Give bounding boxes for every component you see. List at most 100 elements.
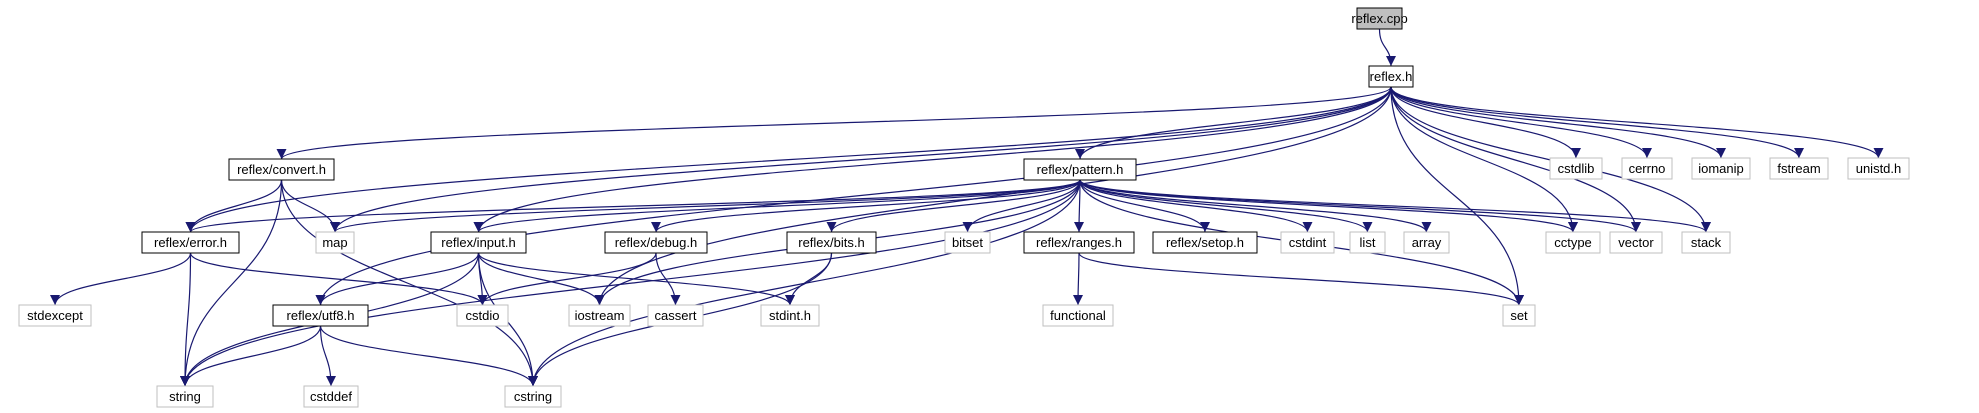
node-box xyxy=(944,231,991,254)
edge-reflex_convert_h-to-cstring xyxy=(280,179,538,387)
edge-reflex_h-to-cctype xyxy=(1390,86,1578,233)
node-label: bitset xyxy=(952,235,983,250)
node-label: array xyxy=(1412,235,1442,250)
edge-reflex_utf8_h-to-cstring xyxy=(319,325,538,387)
node-reflex-error-h[interactable]: reflex/error.h xyxy=(141,231,240,254)
node-array: array xyxy=(1403,231,1450,254)
edge-reflex_utf8_h-to-cstddef xyxy=(319,325,336,387)
edge-reflex_pattern_h-to-map xyxy=(330,179,1081,233)
node-label: stdexcept xyxy=(27,308,83,323)
node-label: reflex.h xyxy=(1370,69,1413,84)
node-label: stack xyxy=(1691,235,1722,250)
edge-reflex_pattern_h-to-list xyxy=(1079,179,1373,233)
edge-reflex_input_h-to-iostream xyxy=(477,252,605,306)
edge-reflex_pattern_h-to-stack xyxy=(1079,179,1711,233)
node-stdint-h: stdint.h xyxy=(760,304,820,327)
edge-reflex_pattern_h-to-reflex_debug_h xyxy=(651,179,1081,233)
node-cstdint: cstdint xyxy=(1280,231,1335,254)
node-label: fstream xyxy=(1777,161,1820,176)
node-label: iomanip xyxy=(1698,161,1744,176)
node-box xyxy=(1691,157,1751,180)
node-box xyxy=(1152,231,1258,254)
node-box xyxy=(1609,231,1663,254)
node-box xyxy=(1042,304,1114,327)
node-reflex-debug-h[interactable]: reflex/debug.h xyxy=(604,231,708,254)
node-box xyxy=(504,385,562,408)
node-label: cstdint xyxy=(1289,235,1327,250)
edge-reflex_h-to-reflex_input_h xyxy=(473,86,1392,233)
node-unistd-h: unistd.h xyxy=(1847,157,1910,180)
node-reflex-setop-h[interactable]: reflex/setop.h xyxy=(1152,231,1258,254)
edge-reflex_h-to-reflex_utf8_h xyxy=(315,86,1392,306)
node-box xyxy=(1681,231,1731,254)
node-label: functional xyxy=(1050,308,1106,323)
edge-reflex_error_h-to-cstdio xyxy=(189,252,488,306)
node-label: unistd.h xyxy=(1856,161,1902,176)
node-label: set xyxy=(1510,308,1528,323)
node-label: reflex/debug.h xyxy=(615,235,697,250)
node-reflex-convert-h[interactable]: reflex/convert.h xyxy=(228,158,335,181)
node-reflex-bits-h[interactable]: reflex/bits.h xyxy=(786,231,877,254)
node-iostream: iostream xyxy=(568,304,631,327)
node-reflex-ranges-h[interactable]: reflex/ranges.h xyxy=(1023,231,1135,254)
node-box xyxy=(1769,157,1829,180)
node-reflex-pattern-h[interactable]: reflex/pattern.h xyxy=(1023,158,1137,181)
node-box xyxy=(1545,231,1601,254)
node-box xyxy=(1403,231,1450,254)
edge-reflex_ranges_h-to-set xyxy=(1078,252,1524,306)
node-box xyxy=(760,304,820,327)
node-label: iostream xyxy=(575,308,625,323)
node-set: set xyxy=(1502,304,1536,327)
edge-reflex_h-to-cstdlib xyxy=(1390,86,1581,159)
edge-reflex_convert_h-to-string xyxy=(180,179,283,387)
edge-reflex_h-to-stack xyxy=(1390,86,1711,233)
edge-reflex_h-to-set xyxy=(1390,86,1524,306)
node-reflex-cpp[interactable]: reflex.cpp xyxy=(1351,7,1408,30)
node-label: cassert xyxy=(655,308,697,323)
node-label: map xyxy=(322,235,347,250)
node-label: string xyxy=(169,389,201,404)
node-label: cstddef xyxy=(310,389,352,404)
node-label: reflex/error.h xyxy=(154,235,227,250)
node-box xyxy=(647,304,704,327)
node-label: stdint.h xyxy=(769,308,811,323)
edge-reflex_cpp-to-reflex_h xyxy=(1378,28,1396,67)
edge-reflex_pattern_h-to-array xyxy=(1079,179,1432,233)
edges-layer xyxy=(50,28,1884,387)
edge-reflex_h-to-vector xyxy=(1390,86,1641,233)
edge-reflex_pattern_h-to-bitset xyxy=(962,179,1081,233)
edge-reflex_debug_h-to-cassert xyxy=(655,252,681,306)
node-label: reflex/pattern.h xyxy=(1037,162,1124,177)
node-functional: functional xyxy=(1042,304,1114,327)
node-box xyxy=(156,385,214,408)
node-label: cstdlib xyxy=(1558,161,1595,176)
node-box xyxy=(303,385,359,408)
node-cassert: cassert xyxy=(647,304,704,327)
node-label: cstdio xyxy=(466,308,500,323)
edge-reflex_pattern_h-to-reflex_bits_h xyxy=(826,179,1081,233)
edge-reflex_h-to-fstream xyxy=(1390,86,1804,159)
node-label: reflex/ranges.h xyxy=(1036,235,1122,250)
node-box xyxy=(786,231,877,254)
node-label: reflex/utf8.h xyxy=(287,308,355,323)
node-label: cerrno xyxy=(1629,161,1666,176)
node-cstdlib: cstdlib xyxy=(1549,157,1603,180)
node-label: reflex/convert.h xyxy=(237,162,326,177)
node-box xyxy=(568,304,631,327)
node-reflex-input-h[interactable]: reflex/input.h xyxy=(430,231,527,254)
edge-reflex_input_h-to-reflex_utf8_h xyxy=(315,252,480,306)
node-box xyxy=(315,231,355,254)
node-reflex-utf8-h[interactable]: reflex/utf8.h xyxy=(272,304,369,327)
node-box xyxy=(604,231,708,254)
node-box xyxy=(272,304,369,327)
node-cstring: cstring xyxy=(504,385,562,408)
node-box xyxy=(18,304,92,327)
node-box xyxy=(1621,157,1673,180)
node-string: string xyxy=(156,385,214,408)
node-reflex-h[interactable]: reflex.h xyxy=(1368,65,1414,88)
node-iomanip: iomanip xyxy=(1691,157,1751,180)
node-box xyxy=(1280,231,1335,254)
node-box xyxy=(1549,157,1603,180)
node-label: cctype xyxy=(1554,235,1592,250)
